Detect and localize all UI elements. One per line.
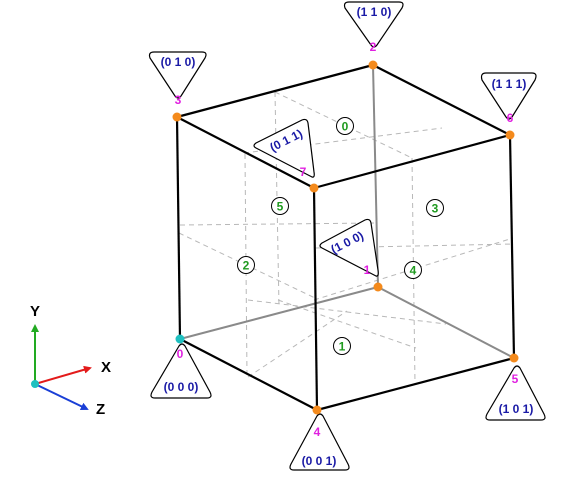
coord-v0: (0 0 0) [164, 380, 199, 394]
index-v4: 4 [314, 425, 321, 439]
vertex-dot-7 [309, 183, 319, 193]
vertex-dot-5 [509, 353, 519, 363]
face-labels: 0 1 2 3 4 5 [237, 117, 444, 355]
face-label-2: 2 [237, 256, 255, 274]
svg-text:3: 3 [432, 202, 439, 216]
vertex-dot-0 [175, 334, 185, 344]
svg-text:5: 5 [277, 200, 284, 214]
coord-v6: (1 1 1) [492, 77, 527, 91]
face-label-4: 4 [404, 261, 422, 279]
index-v3: 3 [175, 93, 182, 107]
svg-text:1: 1 [339, 340, 346, 354]
face-label-5: 5 [271, 197, 289, 215]
face-label-1: 1 [333, 337, 351, 355]
x-axis-label: X [101, 359, 111, 376]
coord-v4: (0 0 1) [302, 454, 337, 468]
vertex-callouts [148, 1, 546, 471]
face-label-0: 0 [336, 117, 354, 135]
coord-v5: (1 0 1) [499, 402, 534, 416]
y-axis-label: Y [30, 303, 40, 320]
z-axis-arrow [34, 383, 89, 411]
coord-v2: (1 1 0) [357, 5, 392, 19]
hidden-edges [179, 64, 515, 359]
coord-v3: (0 1 0) [161, 55, 196, 69]
vertex-dot-2 [368, 60, 378, 70]
axes-gizmo: Y X Z [30, 303, 111, 418]
index-v6: 6 [507, 111, 514, 125]
vertex-dots [172, 60, 519, 415]
index-v2: 2 [370, 40, 377, 54]
vertex-dot-6 [505, 130, 515, 140]
face-label-3: 3 [426, 199, 444, 217]
index-v5: 5 [512, 372, 519, 386]
vertex-dot-1 [373, 282, 383, 292]
x-axis-arrow [34, 365, 92, 385]
index-v1: 1 [364, 263, 371, 277]
z-axis-label: Z [96, 401, 105, 418]
vertex-dot-4 [312, 405, 322, 415]
svg-text:2: 2 [243, 259, 250, 273]
svg-text:4: 4 [410, 264, 417, 278]
index-v0: 0 [177, 347, 184, 361]
axes-origin-dot [31, 380, 39, 388]
vertex-coordinates: (0 1 0) (1 1 0) (1 1 1) (0 0 0) (1 0 1) … [161, 5, 534, 468]
index-v7: 7 [300, 165, 307, 179]
visible-edges [175, 63, 516, 412]
vertex-dot-3 [172, 112, 182, 122]
vertex-indices: 3 2 6 0 5 4 7 1 [175, 40, 519, 439]
svg-text:0: 0 [342, 120, 349, 134]
